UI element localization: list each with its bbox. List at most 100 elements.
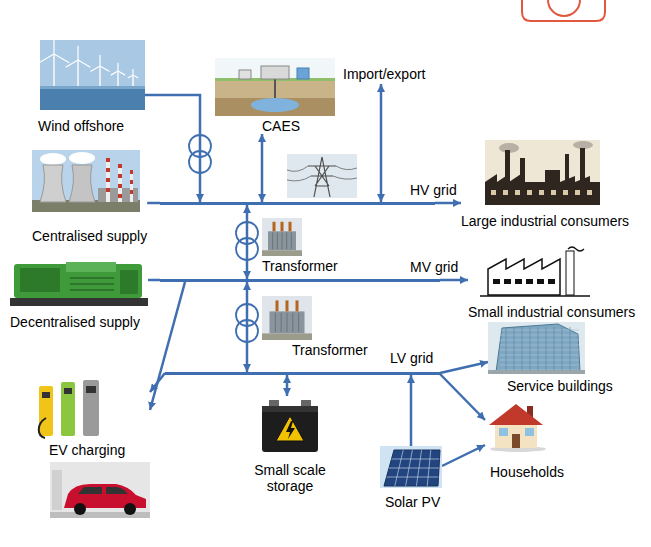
decent-illustration [10,258,148,308]
smallInd-illustration-part [493,279,500,284]
largeInd-illustration-part [575,190,580,195]
wind-illustration-part [40,40,145,110]
trafo-illustration-part [277,232,278,249]
node-caption: Small industrial consumers [468,304,635,320]
ev-illustration-part [39,386,53,436]
house-illustration-part [499,428,508,436]
battery-illustration-part [276,416,304,441]
pylon-tower [308,157,336,197]
node-caption: Large industrial consumers [461,213,629,229]
smallInd-illustration-part [526,279,533,284]
solar-illustration-part [395,450,403,486]
smallInd-illustration-part [515,279,522,284]
caes-illustration [215,58,335,116]
service-illustration-part [500,355,579,356]
service-illustration-part [500,335,579,336]
ev-illustration-part [42,392,50,398]
largeInd-illustration-part [565,154,569,182]
central-illustration-part [130,180,133,184]
node-caption: Centralised supply [32,228,147,244]
central-illustration-part [130,170,133,202]
central-illustration-part [40,153,66,165]
central-illustration-part [106,178,110,182]
power-flow-connector [380,84,383,202]
trafo-illustration-part [289,222,292,232]
node-caption: EV charging [49,442,150,458]
service-illustration-part [570,327,571,372]
transformer-picture: Transformer [262,218,338,274]
generation-picture: Wind offshore [38,40,145,134]
service-illustration [488,322,585,374]
service-illustration-part [530,327,531,372]
largeInd-illustration-part [491,190,496,195]
generation-picture: Centralised supply [32,150,147,244]
service-illustration-part [500,345,579,346]
trafo-illustration-part [276,300,279,311]
service-illustration-part [500,330,579,331]
service-illustration-part [500,340,579,341]
battery-illustration-part [301,400,311,407]
power-flow-connector [246,205,249,279]
node-caption: Transformer [262,258,338,274]
trafo-illustration-part [296,300,299,311]
consumer-picture: Large industrial consumers [461,140,629,229]
smallInd-illustration-part [504,279,511,284]
wind-illustration-part [54,54,69,63]
decent-illustration-part [120,270,138,294]
service-illustration-part [500,360,579,361]
transformer-picture: Transformer [262,296,368,358]
battery-illustration-part [286,421,295,439]
smallInd-illustration-part [548,279,555,284]
central-illustration-part [69,152,95,164]
solar-illustration-part [427,450,431,486]
generation-picture: Decentralised supply [10,258,148,330]
house-illustration [485,400,547,452]
largeInd-illustration-part [527,190,532,195]
battery-illustration-part [262,406,318,452]
consumer-picture: Households [485,400,564,480]
grid-bus: MV grid [160,279,440,282]
wind-illustration-part [111,71,118,75]
trafo-illustration-part [268,231,296,250]
wind-illustration [40,40,145,110]
central-illustration-part [106,158,110,162]
power-flow-connector [148,279,160,282]
house-illustration-part [495,424,537,448]
trafo-illustration-part [287,313,288,332]
node-caption: Wind offshore [38,118,145,134]
trafo-illustration-part [270,311,305,333]
central-illustration-part [118,164,122,168]
caes-illustration-part [239,70,251,79]
car-illustration-part [50,512,150,518]
power-flow-connector [410,375,413,446]
logo-fragment [522,0,605,21]
caes-illustration-part [251,98,299,112]
largeInd-illustration-part [485,140,600,205]
pylon-wires [287,166,357,181]
central-illustration-part [130,170,133,174]
service-illustration-part [562,327,563,372]
ev-illustration-part [83,380,99,436]
decent-illustration-part [70,278,114,290]
ev-illustration [35,378,150,440]
central-illustration [32,150,140,212]
service-illustration-part [496,324,580,372]
ev-illustration-part [61,382,75,436]
central-illustration-part [118,174,122,178]
power-flow-connector [246,282,249,372]
largeInd-illustration-part [551,190,556,195]
service-illustration-part [522,327,523,372]
car-illustration-part [74,503,86,515]
central-illustration-part [40,165,66,202]
generation-picture: Solar PV [380,446,442,510]
node-caption: Households [490,464,564,480]
smallInd-illustration-part [488,259,560,295]
solar-illustration-part [406,450,413,486]
service-illustration-part [538,327,539,372]
caes-illustration-part [215,98,335,116]
power-flow-connector [440,279,468,282]
central-illustration-part [69,165,95,202]
service-illustration-part [506,327,507,372]
wind-illustration-part [99,66,101,86]
